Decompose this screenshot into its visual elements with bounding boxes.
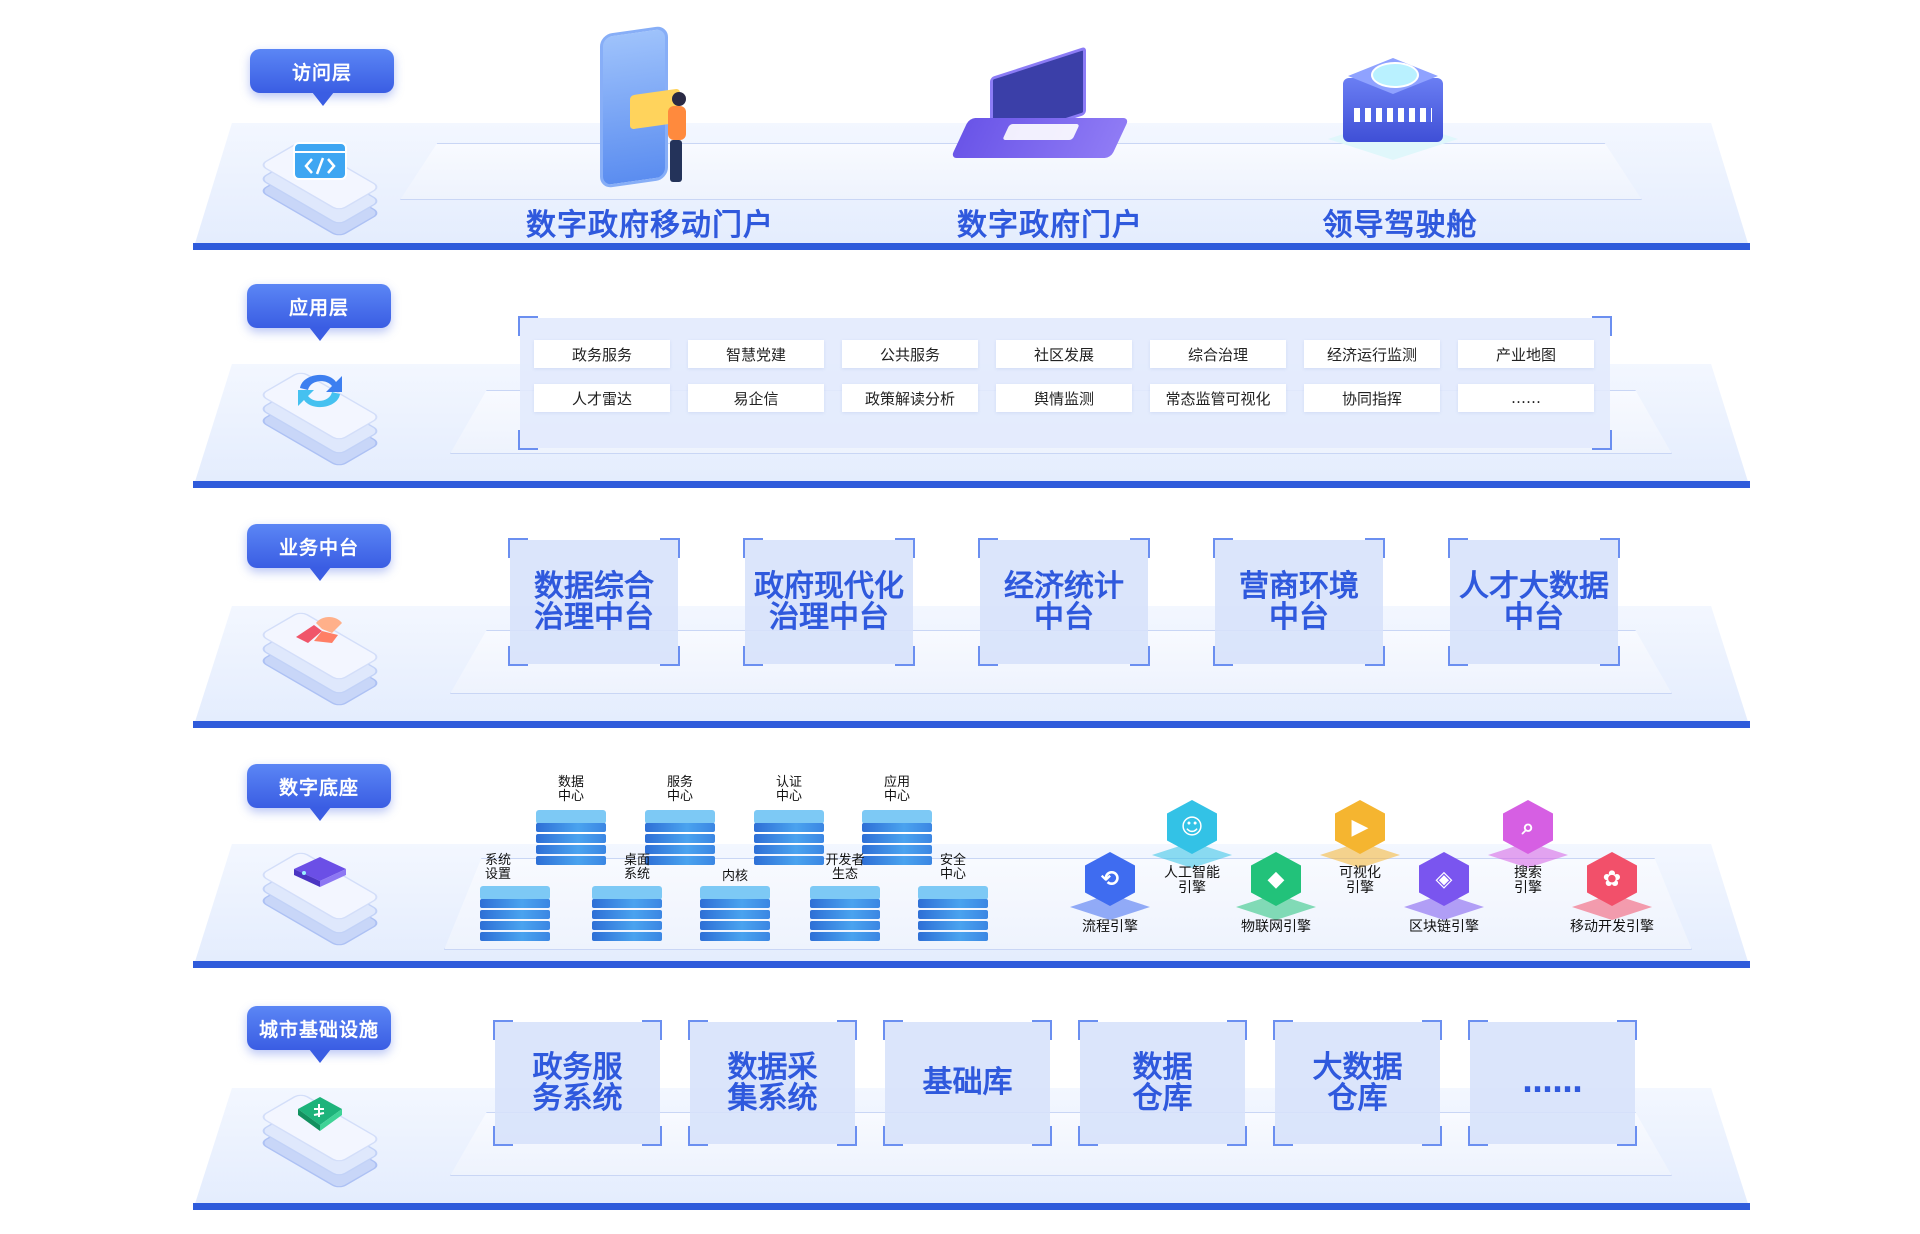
infra-box-label: 政务服 务系统 [532,1049,623,1116]
portal-label-cockpit: 领导驾驶舱 [1322,208,1478,243]
blockchain-icon: ◈ [1419,852,1469,906]
business-box-talent-bigdata: 人才大数据 中台 [1448,538,1620,666]
app-item-talent-radar: 人才雷达 [534,384,670,412]
person-legs-illustration [670,140,682,182]
cockpit-dome-illustration [1371,62,1419,88]
application-grid: 政务服务 智慧党建 公共服务 社区发展 综合治理 经济运行监测 产业地图 人才雷… [534,340,1594,412]
business-baseline [193,721,1750,728]
infra-box-data-collection: 数据采 集系统 [688,1020,857,1146]
server-label: 桌面 系统 [623,853,650,882]
server-label: 应用 中心 [883,775,910,804]
infra-box-label: 数据采 集系统 [727,1049,818,1116]
app-item-enterprise-credit: 易企信 [688,384,824,412]
play-visual-icon: ▶ [1335,800,1385,854]
server-label: 内核 [721,869,748,884]
digital-base-layer: 数据 中心 服务 中心 认证 中心 应用 中心 系统 设置 [0,760,1920,968]
iot-leaf-icon: ◆ [1251,852,1301,906]
ai-head-icon: ☺ [1167,800,1217,854]
engine-label: 搜索 引擎 [1514,865,1542,897]
infra-box-bigdata-warehouse: 大数据 仓库 [1273,1020,1442,1146]
search-icon: ⌕ [1503,800,1553,854]
server-label: 数据 中心 [557,775,584,804]
infrastructure-layer: 政务服 务系统 数据采 集系统 基础库 数据 仓库 大数据 仓库 …… 城市基础… [0,1002,1920,1210]
business-box-data-governance: 数据综合 治理中台 [508,538,680,666]
person-body-illustration [668,106,686,140]
business-layer: 数据综合 治理中台 政府现代化 治理中台 经济统计 中台 营商环境 中台 人才大… [0,520,1920,728]
business-box-gov-modernization: 政府现代化 治理中台 [743,538,915,666]
access-baseline [193,243,1750,250]
access-layer-icon [250,130,390,240]
server-label: 系统 设置 [484,853,511,882]
server-label: 开发者 生态 [825,853,865,882]
application-frame: 政务服务 智慧党建 公共服务 社区发展 综合治理 经济运行监测 产业地图 人才雷… [518,316,1612,450]
portal-label-mobile: 数字政府移动门户 [526,208,774,243]
server-label: 服务 中心 [666,775,693,804]
infra-box-label: …… [1522,1065,1583,1101]
server-board-icon [290,850,350,892]
infra-box-data-warehouse: 数据 仓库 [1078,1020,1247,1146]
app-item-industry-map: 产业地图 [1458,340,1594,368]
sync-arrows-icon [290,370,350,412]
engine-label: 移动开发引擎 [1570,919,1654,935]
person-illustration [672,92,686,106]
business-box-label: 政府现代化 治理中台 [754,568,904,635]
infra-box-base-library: 基础库 [883,1020,1052,1146]
infra-box-label: 大数据 仓库 [1312,1049,1403,1116]
layer-tag-infrastructure: 城市基础设施 [247,1006,391,1063]
engine-label: 流程引擎 [1082,919,1138,935]
infra-box-gov-service-system: 政务服 务系统 [493,1020,662,1146]
business-box-label: 人才大数据 中台 [1459,568,1609,635]
layer-tag-digital-base: 数字底座 [247,764,391,821]
app-item-community: 社区发展 [996,340,1132,368]
layer-tag-business: 业务中台 [247,524,391,581]
app-item-supervision-visual: 常态监管可视化 [1150,384,1286,412]
digital-base-baseline [193,961,1750,968]
mobile-dev-icon: ✿ [1587,852,1637,906]
infra-box-label: 基础库 [922,1065,1013,1101]
server-label: 安全 中心 [939,853,966,882]
shield-leaf-icon [290,1092,350,1134]
application-layer: 政务服务 智慧党建 公共服务 社区发展 综合治理 经济运行监测 产业地图 人才雷… [0,280,1920,488]
app-item-party-building: 智慧党建 [688,340,824,368]
portal-label-web: 数字政府门户 [957,208,1143,243]
code-window-icon [290,140,350,182]
business-layer-icon [250,600,390,710]
engine-label: 人工智能 引擎 [1164,865,1220,897]
server-label: 认证 中心 [775,775,802,804]
access-layer: 数字政府移动门户 数字政府门户 领导驾驶舱 访问层 [0,0,1920,250]
engine-label: 可视化 引擎 [1339,865,1381,897]
app-item-more: …… [1458,384,1594,412]
keyboard-illustration [1002,124,1080,140]
infra-box-more: …… [1468,1020,1637,1146]
application-layer-icon [250,360,390,470]
app-item-opinion-monitor: 舆情监测 [996,384,1132,412]
layer-tag-application: 应用层 [247,284,391,341]
layer-tag-access: 访问层 [250,49,394,106]
infrastructure-baseline [193,1203,1750,1210]
app-item-gov-service: 政务服务 [534,340,670,368]
business-box-label: 数据综合 治理中台 [534,568,654,635]
app-item-economy-monitor: 经济运行监测 [1304,340,1440,368]
infrastructure-layer-icon [250,1082,390,1192]
application-baseline [193,481,1750,488]
flow-engine-icon: ⟲ [1085,852,1135,906]
app-item-public-service: 公共服务 [842,340,978,368]
handshake-icon [290,610,350,652]
engine-label: 物联网引擎 [1241,919,1311,935]
app-item-governance: 综合治理 [1150,340,1286,368]
app-item-coordinated-command: 协同指挥 [1304,384,1440,412]
infra-box-label: 数据 仓库 [1132,1049,1193,1116]
business-box-label: 营商环境 中台 [1239,568,1359,635]
business-box-label: 经济统计 中台 [1004,568,1124,635]
digital-base-layer-icon [250,840,390,950]
app-item-policy-analysis: 政策解读分析 [842,384,978,412]
business-box-economic-stats: 经济统计 中台 [978,538,1150,666]
business-box-business-environment: 营商环境 中台 [1213,538,1385,666]
engine-label: 区块链引擎 [1409,919,1479,935]
cockpit-windows-illustration [1354,108,1432,122]
